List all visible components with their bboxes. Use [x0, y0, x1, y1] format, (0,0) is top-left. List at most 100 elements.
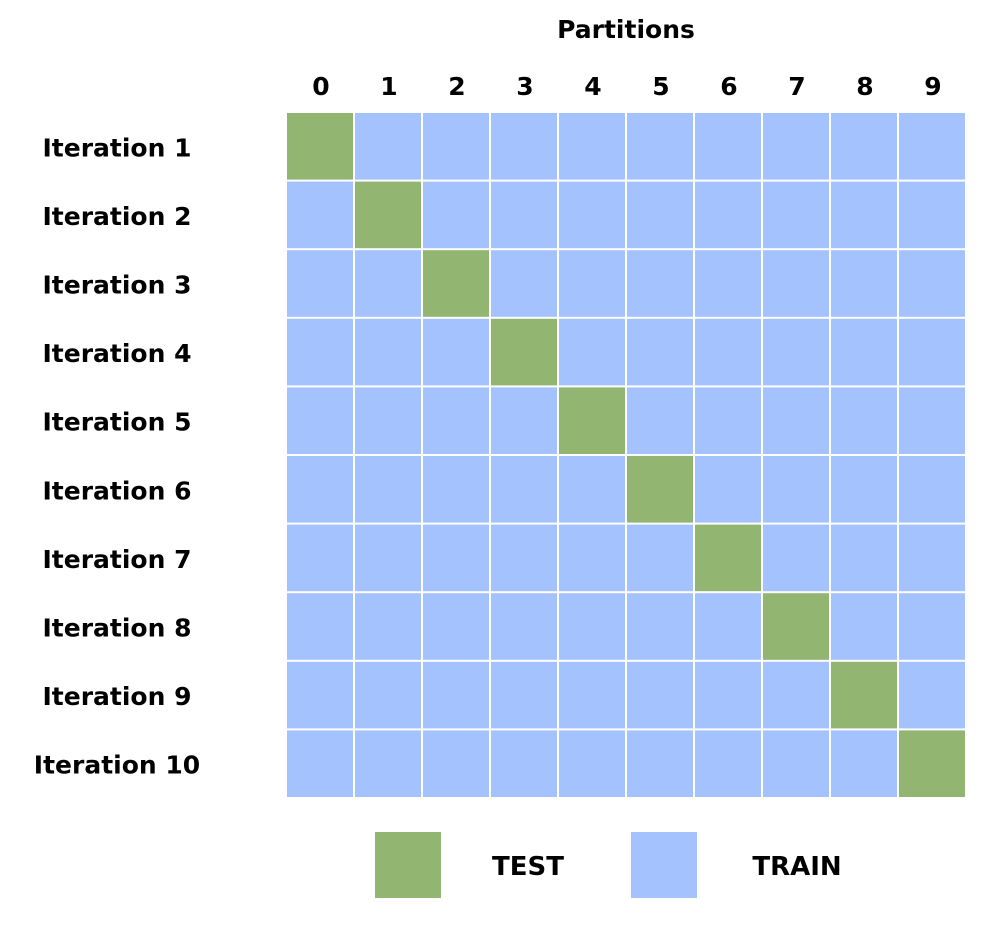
train-cell-r7-c3: [491, 524, 557, 592]
train-cell-r8-c1: [355, 593, 421, 660]
train-cell-r5-c6: [695, 387, 761, 454]
train-cell-r9-c2: [423, 661, 489, 729]
partitions-title: Partitions: [557, 15, 695, 44]
train-cell-r7-c8: [831, 524, 897, 592]
train-cell-r5-c0: [287, 387, 353, 454]
train-cell-r8-c5: [627, 593, 693, 660]
train-cell-r4-c5: [627, 318, 693, 386]
train-cell-r10-c0: [287, 730, 353, 797]
test-cell-r7-c6: [695, 524, 761, 592]
train-cell-r10-c8: [831, 730, 897, 797]
train-cell-r4-c7: [763, 318, 829, 386]
train-cell-r4-c4: [559, 318, 625, 386]
train-cell-r9-c3: [491, 661, 557, 729]
legend: TEST TRAIN: [375, 832, 842, 898]
train-cell-r6-c1: [355, 456, 421, 523]
train-cell-r8-c6: [695, 593, 761, 660]
train-cell-r8-c0: [287, 593, 353, 660]
train-cell-r5-c3: [491, 387, 557, 454]
train-cell-r1-c9: [899, 113, 965, 180]
train-cell-r1-c3: [491, 113, 557, 180]
test-cell-r1-c0: [287, 113, 353, 180]
train-cell-r2-c6: [695, 181, 761, 249]
train-cell-r4-c8: [831, 318, 897, 386]
train-cell-r1-c4: [559, 113, 625, 180]
train-cell-r1-c5: [627, 113, 693, 180]
train-cell-r6-c3: [491, 456, 557, 523]
train-cell-r7-c7: [763, 524, 829, 592]
train-cell-r9-c5: [627, 661, 693, 729]
train-cell-r8-c3: [491, 593, 557, 660]
train-cell-r5-c7: [763, 387, 829, 454]
train-cell-r2-c4: [559, 181, 625, 249]
train-cell-r3-c8: [831, 250, 897, 317]
test-cell-r10-c9: [899, 730, 965, 797]
train-cell-r4-c9: [899, 318, 965, 386]
train-cell-r8-c4: [559, 593, 625, 660]
iteration-label-6: Iteration 6: [43, 476, 192, 505]
train-cell-r5-c5: [627, 387, 693, 454]
iteration-label-10: Iteration 10: [34, 751, 200, 780]
train-cell-r9-c0: [287, 661, 353, 729]
iteration-label-7: Iteration 7: [43, 545, 192, 574]
partition-grid: [287, 113, 965, 797]
train-cell-r2-c8: [831, 181, 897, 249]
train-cell-r2-c7: [763, 181, 829, 249]
train-cell-r10-c3: [491, 730, 557, 797]
train-cell-r6-c4: [559, 456, 625, 523]
train-cell-r9-c4: [559, 661, 625, 729]
legend-train-swatch: [631, 832, 697, 898]
train-cell-r2-c0: [287, 181, 353, 249]
train-cell-r3-c1: [355, 250, 421, 317]
train-cell-r10-c1: [355, 730, 421, 797]
train-cell-r3-c3: [491, 250, 557, 317]
train-cell-r10-c2: [423, 730, 489, 797]
train-cell-r1-c7: [763, 113, 829, 180]
test-cell-r4-c3: [491, 318, 557, 386]
train-cell-r2-c5: [627, 181, 693, 249]
train-cell-r10-c7: [763, 730, 829, 797]
test-cell-r5-c4: [559, 387, 625, 454]
partition-label-4: 4: [584, 72, 601, 101]
partition-label-6: 6: [720, 72, 737, 101]
test-cell-r2-c1: [355, 181, 421, 249]
test-cell-r9-c8: [831, 661, 897, 729]
train-cell-r4-c1: [355, 318, 421, 386]
iteration-label-5: Iteration 5: [43, 408, 192, 437]
legend-train-label: TRAIN: [752, 852, 841, 882]
iteration-label-9: Iteration 9: [43, 682, 192, 711]
train-cell-r1-c1: [355, 113, 421, 180]
train-cell-r7-c2: [423, 524, 489, 592]
iteration-label-8: Iteration 8: [43, 614, 192, 643]
train-cell-r2-c9: [899, 181, 965, 249]
train-cell-r6-c8: [831, 456, 897, 523]
iteration-label-2: Iteration 2: [43, 202, 192, 231]
train-cell-r9-c1: [355, 661, 421, 729]
train-cell-r3-c5: [627, 250, 693, 317]
train-cell-r7-c9: [899, 524, 965, 592]
train-cell-r1-c2: [423, 113, 489, 180]
train-cell-r2-c3: [491, 181, 557, 249]
train-cell-r9-c6: [695, 661, 761, 729]
train-cell-r7-c5: [627, 524, 693, 592]
train-cell-r10-c6: [695, 730, 761, 797]
train-cell-r8-c9: [899, 593, 965, 660]
train-cell-r5-c2: [423, 387, 489, 454]
train-cell-r3-c7: [763, 250, 829, 317]
train-cell-r3-c6: [695, 250, 761, 317]
train-cell-r1-c6: [695, 113, 761, 180]
train-cell-r6-c0: [287, 456, 353, 523]
partition-label-5: 5: [652, 72, 669, 101]
partition-label-8: 8: [856, 72, 873, 101]
train-cell-r8-c8: [831, 593, 897, 660]
partition-label-9: 9: [924, 72, 941, 101]
train-cell-r3-c4: [559, 250, 625, 317]
partition-label-2: 2: [448, 72, 465, 101]
train-cell-r7-c0: [287, 524, 353, 592]
train-cell-r9-c9: [899, 661, 965, 729]
partition-label-3: 3: [516, 72, 533, 101]
iteration-label-4: Iteration 4: [43, 339, 192, 368]
test-cell-r8-c7: [763, 593, 829, 660]
